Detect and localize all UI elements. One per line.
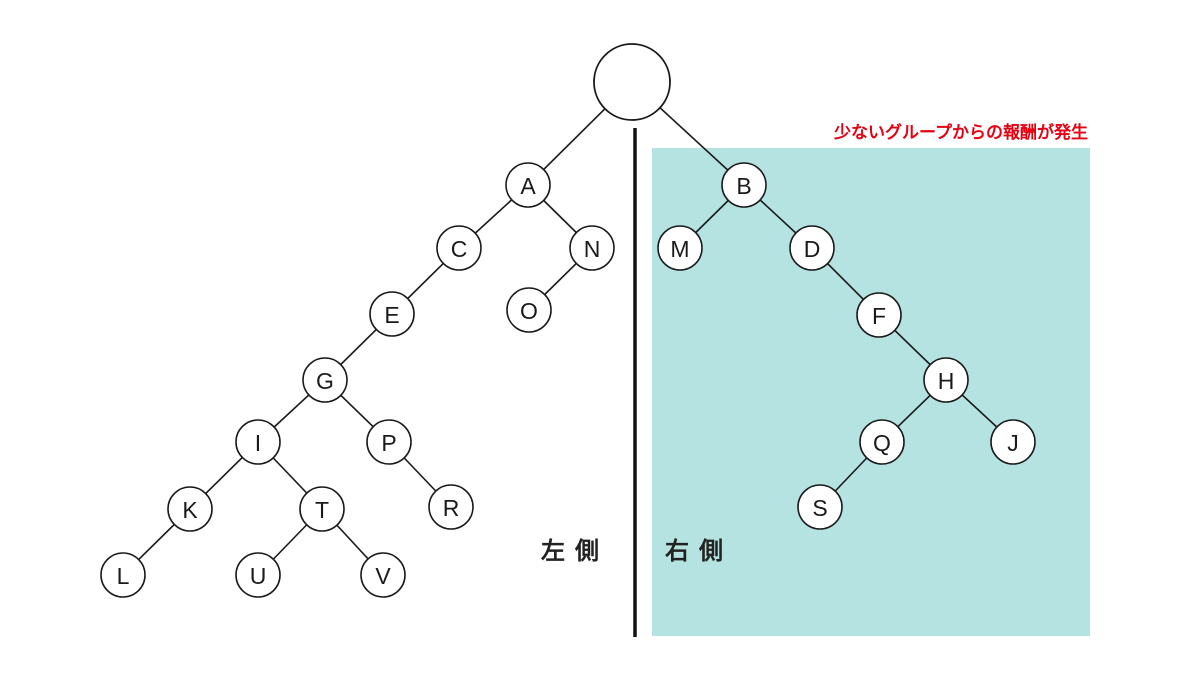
node-label: N [584,236,601,262]
node-label: T [315,497,329,523]
node-circle [657,225,703,271]
node-label: C [451,236,468,262]
node-label: I [255,430,261,456]
node-label: U [250,563,267,589]
node-circle [360,552,406,598]
node-label: K [182,497,198,523]
node-circle [506,287,552,333]
node-label: A [520,173,536,199]
node-label: V [375,563,391,589]
node-label: M [670,236,689,262]
node-d: D [789,225,835,271]
node-h: H [923,357,969,403]
node-label: R [443,495,460,521]
node-j: J [990,419,1036,465]
node-n: N [569,225,615,271]
node-m: M [657,225,703,271]
right-side-highlight-region [652,148,1090,636]
node-e: E [369,291,415,337]
node-top-label: トップ [607,72,659,93]
node-a: A [505,162,551,208]
node-circle [299,486,345,532]
right-side-label: 右側 [665,537,733,565]
tree-nodes: トップ A B C N M D E O F G H I P Q J K T R S L U V [100,43,1036,598]
left-side-label: 左側 [541,537,609,565]
node-circle [436,225,482,271]
node-q: Q [859,419,905,465]
node-label: L [117,563,130,589]
node-circle [856,292,902,338]
node-r: R [428,484,474,530]
node-label: J [1007,430,1019,456]
node-label: P [381,430,396,456]
node-label: Q [873,430,891,456]
node-p: P [366,419,412,465]
node-o: O [506,287,552,333]
node-i: I [235,419,281,465]
node-label: E [384,302,399,328]
node-f: F [856,292,902,338]
node-circle [569,225,615,271]
node-l: L [100,552,146,598]
node-label: B [736,173,751,199]
node-circle [505,162,551,208]
node-circle [428,484,474,530]
node-c: C [436,225,482,271]
node-g: G [302,357,348,403]
node-circle [990,419,1036,465]
node-circle [797,484,843,530]
node-label: O [520,298,538,324]
node-u: U [235,552,281,598]
node-label: D [804,236,821,262]
node-label: H [938,368,955,394]
node-b: B [721,162,767,208]
node-label: F [872,303,886,329]
node-circle [167,486,213,532]
node-circle [859,419,905,465]
node-k: K [167,486,213,532]
node-top: トップ [593,43,671,121]
node-circle [235,552,281,598]
node-circle [923,357,969,403]
node-circle [100,552,146,598]
node-circle [235,419,281,465]
node-circle [721,162,767,208]
node-top-circle [593,43,671,121]
node-v: V [360,552,406,598]
highlight-region-title: 少ないグループからの報酬が発生 [833,122,1088,143]
node-circle [789,225,835,271]
node-label: S [812,495,827,521]
node-circle [369,291,415,337]
node-circle [366,419,412,465]
node-circle [302,357,348,403]
node-s: S [797,484,843,530]
node-label: G [316,368,334,394]
node-t: T [299,486,345,532]
